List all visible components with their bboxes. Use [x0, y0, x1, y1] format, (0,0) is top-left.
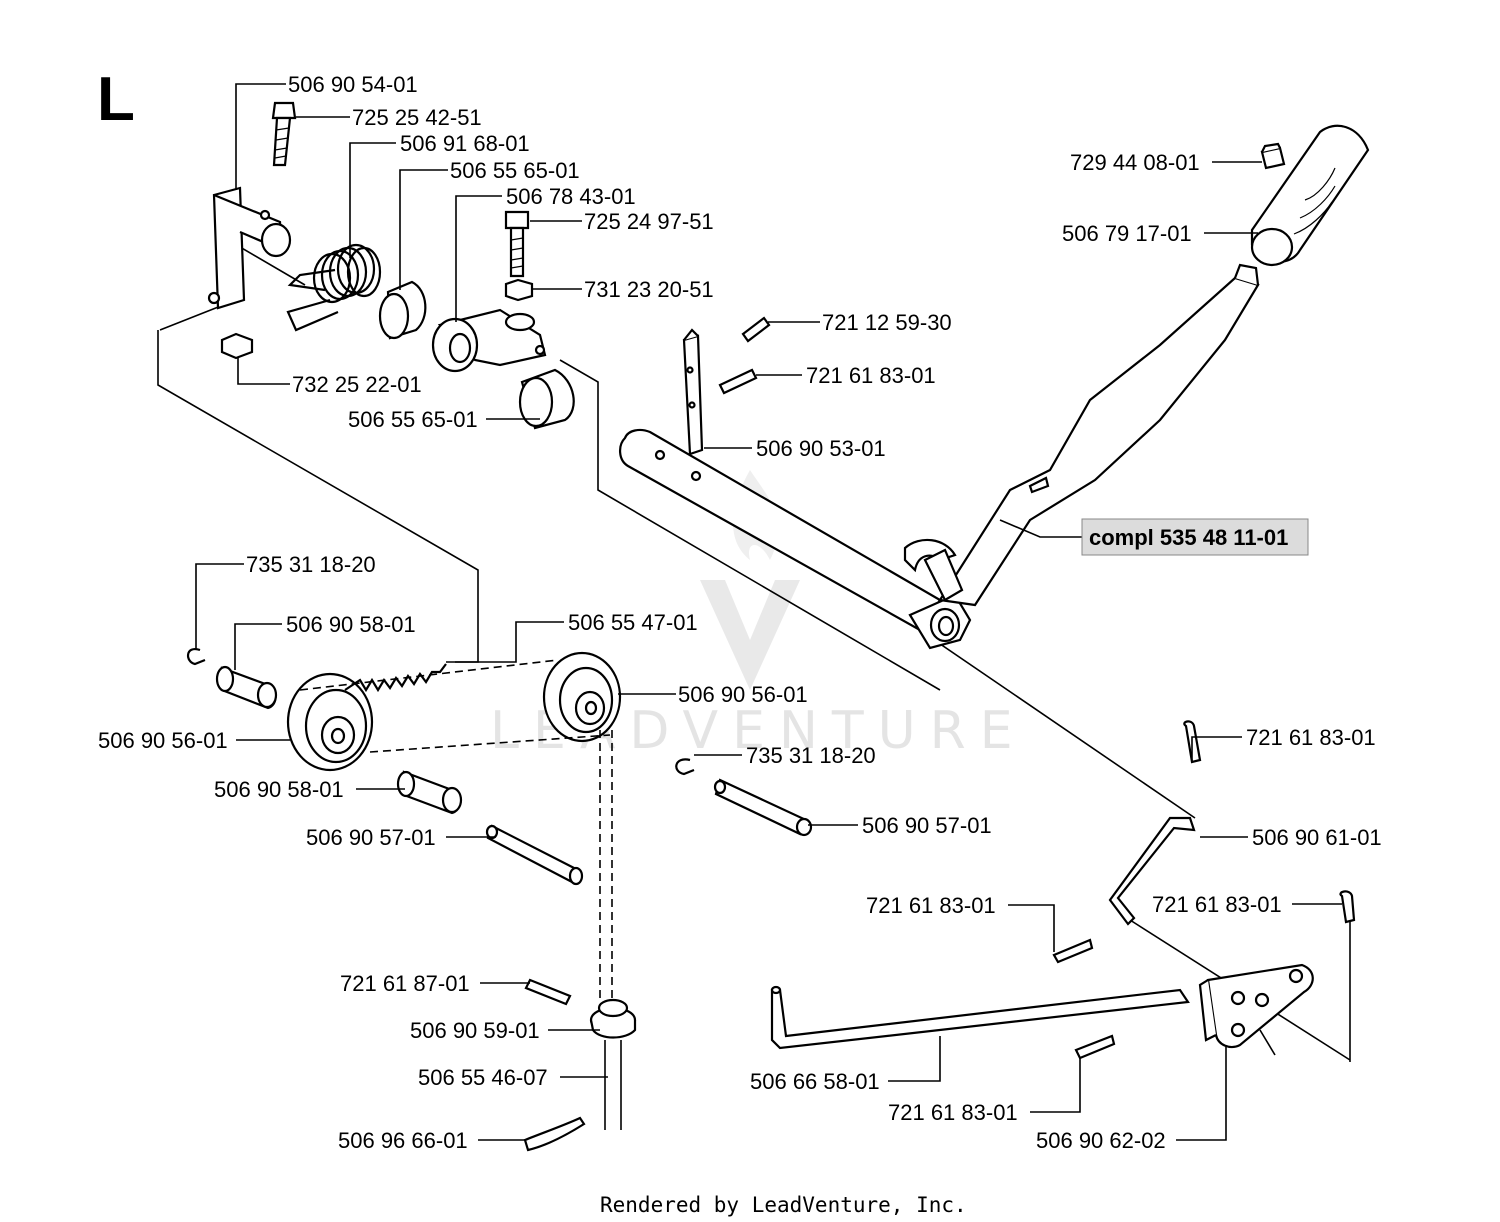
label-506-55-46-07: 506 55 46-07 — [418, 1065, 548, 1090]
label-506-90-53-01: 506 90 53-01 — [756, 436, 886, 461]
label-721-61-83-01-bottom: 721 61 83-01 — [888, 1100, 1018, 1125]
cotter-pin-upper-part — [718, 368, 758, 395]
bushing-lower-part — [518, 368, 575, 430]
hairpin-part — [523, 1116, 586, 1152]
bolt-part — [271, 101, 297, 167]
clip-left-part — [187, 648, 206, 666]
footer-credit: Rendered by LeadVenture, Inc. — [600, 1193, 967, 1217]
label-506-90-59-01: 506 90 59-01 — [410, 1018, 540, 1043]
label-506-90-54-01: 506 90 54-01 — [288, 72, 418, 97]
label-506-96-66-01: 506 96 66-01 — [338, 1128, 468, 1153]
clip-right-part — [675, 758, 695, 776]
assembly-label-text: compl 535 48 11-01 — [1089, 525, 1288, 550]
pulley-right-part — [542, 651, 622, 743]
label-506-90-57-01-right: 506 90 57-01 — [862, 813, 992, 838]
assembly-label-box — [1081, 518, 1309, 556]
leader-lines — [195, 83, 1342, 1141]
nut-part — [220, 332, 254, 360]
label-731-23-20-51: 731 23 20-51 — [584, 277, 714, 302]
label-506-78-43-01: 506 78 43-01 — [506, 184, 636, 209]
rod-long-part — [770, 985, 1190, 1050]
spacer-lower-part — [396, 770, 463, 815]
extension-spring-part — [344, 663, 447, 693]
pulley-left-part — [286, 672, 374, 772]
part-labels: 506 90 54-01 725 25 42-51 506 91 68-01 5… — [98, 72, 1382, 1153]
label-721-61-83-01-top-right: 721 61 83-01 — [1246, 725, 1376, 750]
label-506-55-65-01-top: 506 55 65-01 — [450, 158, 580, 183]
nut-small-part — [504, 278, 534, 302]
label-725-25-42-51: 725 25 42-51 — [352, 105, 482, 130]
axle-left-part — [485, 824, 584, 886]
label-721-61-83-01-upper: 721 61 83-01 — [806, 363, 936, 388]
assembly-label[interactable]: compl 535 48 11-01 — [1081, 518, 1309, 556]
pin-part — [741, 316, 771, 343]
cotter-pin-left-part — [524, 978, 572, 1006]
idler-part — [589, 998, 637, 1130]
collar-part — [431, 308, 547, 373]
lever-arm-part — [619, 263, 1260, 650]
cotter-pin-mid-part — [1052, 938, 1094, 964]
label-721-12-59-30: 721 12 59-30 — [822, 310, 952, 335]
belt-part — [299, 659, 613, 1000]
label-506-79-17-01: 506 79 17-01 — [1062, 221, 1192, 246]
bushing-upper-part — [378, 280, 427, 340]
label-506-66-58-01: 506 66 58-01 — [750, 1069, 880, 1094]
lever-plate-part — [682, 328, 704, 456]
label-735-31-18-20-left: 735 31 18-20 — [246, 552, 376, 577]
label-506-55-47-01: 506 55 47-01 — [568, 610, 698, 635]
label-506-90-57-01-left: 506 90 57-01 — [306, 825, 436, 850]
label-721-61-87-01: 721 61 87-01 — [340, 971, 470, 996]
bolt-small-part — [504, 210, 530, 278]
label-506-91-68-01: 506 91 68-01 — [400, 131, 530, 156]
label-506-90-56-01-left: 506 90 56-01 — [98, 728, 228, 753]
spacer-upper-part — [215, 665, 278, 710]
label-506-90-56-01-right: 506 90 56-01 — [678, 682, 808, 707]
label-735-31-18-20-right: 735 31 18-20 — [746, 743, 876, 768]
parts — [187, 101, 1370, 1152]
shaft-axis-line — [559, 359, 941, 691]
axle-right-part — [713, 778, 813, 837]
label-725-24-97-51: 725 24 97-51 — [584, 209, 714, 234]
label-506-90-58-01-lower: 506 90 58-01 — [214, 777, 344, 802]
torsion-spring-part — [286, 243, 382, 332]
label-732-25-22-01: 732 25 22-01 — [292, 372, 422, 397]
section-letter: L — [97, 65, 135, 134]
label-506-55-65-01-lower: 506 55 65-01 — [348, 407, 478, 432]
label-506-90-58-01-upper: 506 90 58-01 — [286, 612, 416, 637]
label-721-61-83-01-far-right: 721 61 83-01 — [1152, 892, 1282, 917]
bracket-part — [207, 186, 292, 310]
label-506-90-61-01: 506 90 61-01 — [1252, 825, 1382, 850]
label-721-61-83-01-mid: 721 61 83-01 — [866, 893, 996, 918]
label-729-44-08-01: 729 44 08-01 — [1070, 150, 1200, 175]
bracket-plate-part — [1198, 963, 1314, 1056]
cotter-pin-far-right-part — [1339, 890, 1356, 924]
rod-bent-part — [1108, 816, 1196, 926]
watermark-logo-icon — [700, 580, 800, 690]
cotter-pin-bottom-part — [1074, 1034, 1116, 1060]
screw-part — [1260, 142, 1286, 170]
label-506-90-62-02: 506 90 62-02 — [1036, 1128, 1166, 1153]
handle-grip-part — [1250, 124, 1370, 267]
